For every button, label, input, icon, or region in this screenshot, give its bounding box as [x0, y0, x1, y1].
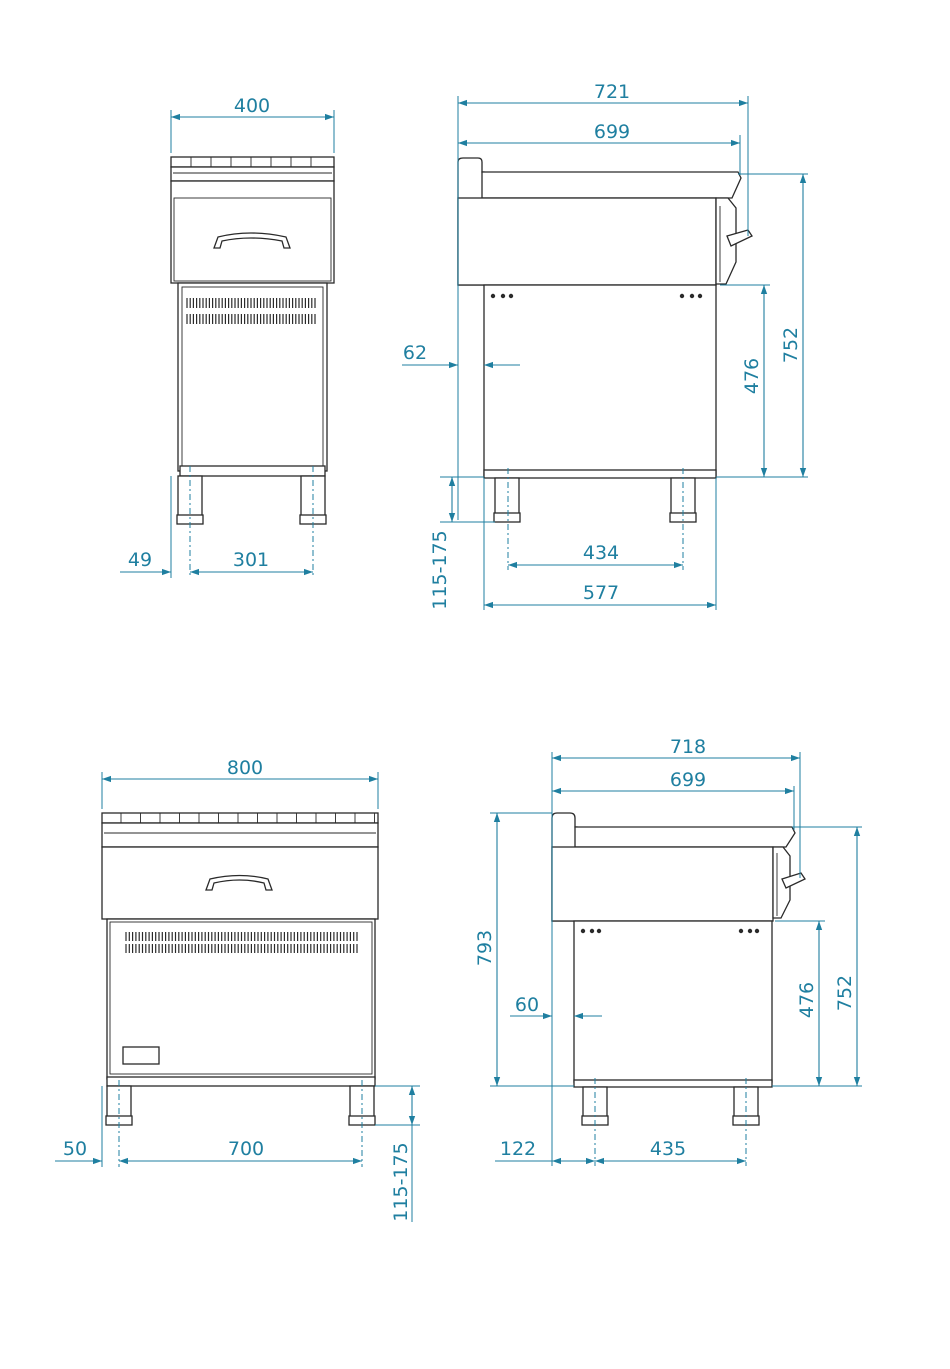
- small-side-leg-spacing-label: 434: [583, 542, 619, 564]
- small-front-left-offset-label: 49: [128, 549, 152, 571]
- small-side-leg-height-label: 115-175: [429, 530, 451, 609]
- small-side-total-height-label: 752: [780, 327, 802, 363]
- small-front-leg-spacing-label: 301: [233, 549, 269, 571]
- small-side-leg-rear: [495, 478, 519, 518]
- large-side-total-height-label: 752: [834, 975, 856, 1011]
- large-side-rear-offset-label: 122: [500, 1138, 536, 1160]
- small-side-view: [402, 96, 808, 610]
- large-side-cabinet-height-label: 476: [796, 982, 818, 1018]
- small-side-cabinet-height-label: 476: [741, 358, 763, 394]
- large-side-top-depth-label: 699: [670, 769, 706, 791]
- small-front-view: [120, 110, 334, 578]
- large-side-front-offset-label: 60: [515, 994, 539, 1016]
- large-side-view: [490, 752, 862, 1166]
- large-side-overall-depth-label: 718: [670, 736, 706, 758]
- large-front-label-plate: [123, 1047, 159, 1064]
- large-front-leg-height-label: 115-175: [390, 1142, 412, 1221]
- large-side-max-height-label: 793: [474, 930, 496, 966]
- large-side-leg-spacing-label: 435: [650, 1138, 686, 1160]
- small-side-top-depth-label: 699: [594, 121, 630, 143]
- small-side-front-offset-label: 62: [403, 342, 427, 364]
- large-front-leg-spacing-label: 700: [228, 1138, 264, 1160]
- large-front-width-label: 800: [227, 757, 263, 779]
- small-front-width-label: 400: [234, 95, 270, 117]
- large-front-left-offset-label: 50: [63, 1138, 87, 1160]
- small-side-base-depth-label: 577: [583, 582, 619, 604]
- small-side-overall-depth-label: 721: [594, 81, 630, 103]
